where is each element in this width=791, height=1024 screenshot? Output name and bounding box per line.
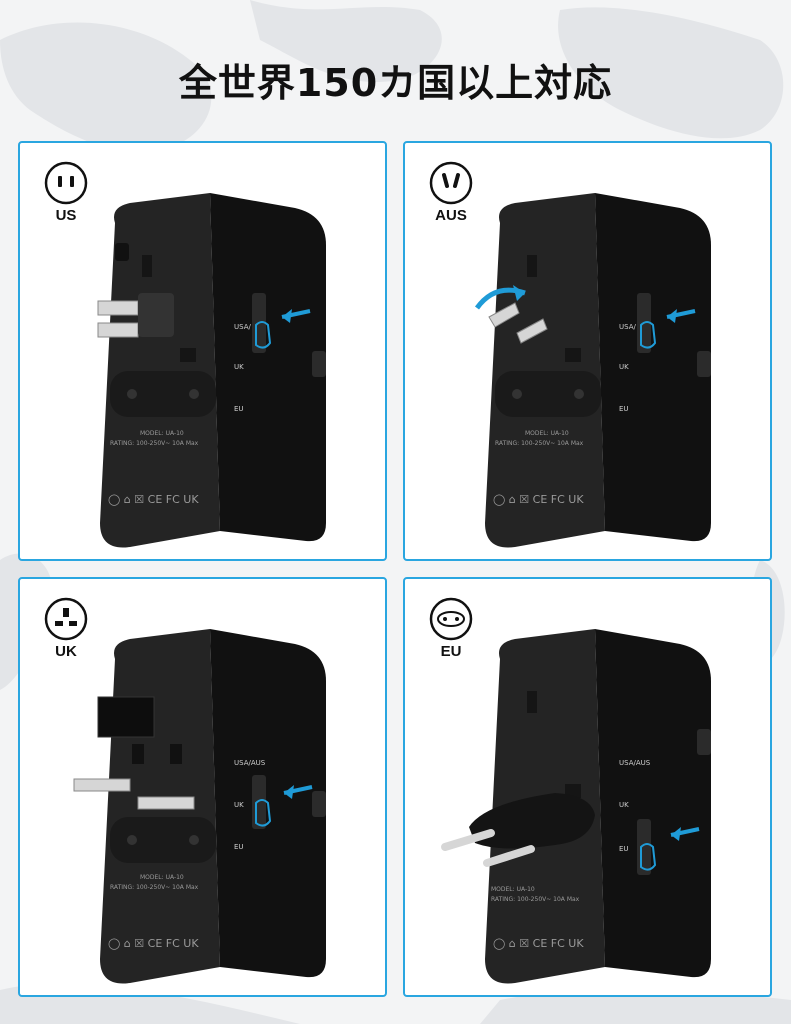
adapter-us-image: MODEL: UA-10 RATING: 100-250V~ 10A Max ◯…: [97, 193, 326, 548]
plug-type-label: US: [55, 207, 77, 224]
side-label-eu: EU: [234, 405, 244, 413]
plug-type-label: EU: [440, 643, 462, 660]
side-label-usa: USA/: [234, 323, 251, 331]
svg-text:◯ ⌂ ☒ CE FC UK: ◯ ⌂ ☒ CE FC UK: [493, 937, 584, 950]
rating-text: RATING: 100-250V~ 10A Max: [495, 440, 584, 447]
panel-aus: AUS MODEL: UA-10 RATING: 100-250V~ 10A M…: [403, 141, 772, 561]
rating-text: RATING: 100-250V~ 10A Max: [110, 440, 199, 447]
svg-text:◯ ⌂ ☒ CE FC UK: ◯ ⌂ ☒ CE FC UK: [493, 493, 584, 506]
rating-text: RATING: 100-250V~ 10A Max: [110, 884, 199, 891]
page-title: 全世界150カ国以上対応: [178, 61, 613, 105]
aus-plug-icon: [429, 161, 473, 205]
us-plug-icon: [44, 161, 88, 205]
model-text: MODEL: UA-10: [140, 874, 184, 881]
svg-text:◯ ⌂ ☒ CE FC UK: ◯ ⌂ ☒ CE FC UK: [108, 493, 199, 506]
panel-eu: EU MODEL: UA-10 RATING: 100-250V~ 10A Ma…: [403, 577, 772, 997]
adapter-uk-image: MODEL: UA-10 RATING: 100-250V~ 10A Max ◯…: [73, 629, 326, 984]
model-text: MODEL: UA-10: [140, 430, 184, 437]
eu-plug-icon: [429, 597, 473, 641]
model-text: MODEL: UA-10: [491, 886, 535, 893]
side-label-usa-aus: USA/AUS: [234, 759, 266, 767]
uk-plug-icon: [44, 597, 88, 641]
panel-us: US MODEL: UA-10 RATING: 100-250V~ 10A Ma…: [18, 141, 387, 561]
rating-text: RATING: 100-250V~ 10A Max: [491, 896, 580, 903]
side-label-uk: UK: [234, 363, 244, 371]
side-label-usa-aus: USA/AUS: [619, 759, 651, 767]
plug-type-label: UK: [55, 643, 77, 660]
adapter-eu-image: MODEL: UA-10 RATING: 100-250V~ 10A Max ◯…: [441, 629, 711, 984]
side-label-uk: UK: [234, 801, 244, 809]
model-text: MODEL: UA-10: [525, 430, 569, 437]
plug-type-label: AUS: [435, 207, 467, 224]
panel-uk: UK MODEL: UA-10 RATING: 100-250V~ 10A Ma…: [18, 577, 387, 997]
side-label-eu: EU: [234, 843, 244, 851]
side-label-eu: EU: [619, 845, 629, 853]
side-label-eu: EU: [619, 405, 629, 413]
side-label-uk: UK: [619, 363, 629, 371]
side-label-usa: USA/: [619, 323, 636, 331]
svg-text:◯ ⌂ ☒ CE FC UK: ◯ ⌂ ☒ CE FC UK: [108, 937, 199, 950]
side-label-uk: UK: [619, 801, 629, 809]
adapter-aus-image: MODEL: UA-10 RATING: 100-250V~ 10A Max ◯…: [474, 193, 711, 548]
